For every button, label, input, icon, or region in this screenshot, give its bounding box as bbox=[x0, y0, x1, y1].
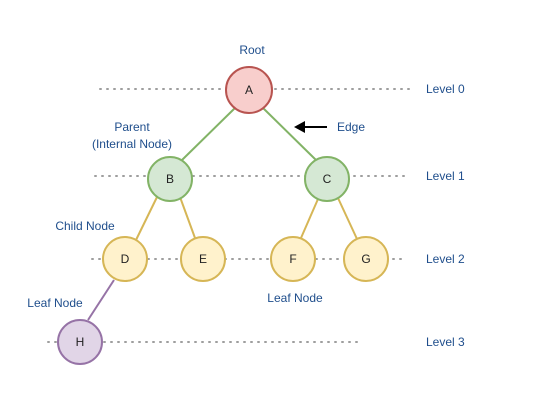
level-0-label: Level 0 bbox=[426, 82, 465, 96]
edge-d-h bbox=[87, 279, 115, 321]
child-node-label: Child Node bbox=[55, 219, 115, 233]
node-g-label: G bbox=[361, 252, 370, 266]
edge-b-e bbox=[179, 196, 196, 239]
node-e-label: E bbox=[199, 252, 207, 266]
node-d-label: D bbox=[121, 252, 130, 266]
edge-c-f bbox=[300, 198, 319, 239]
node-h-label: H bbox=[76, 335, 85, 349]
parent-label: Parent bbox=[114, 120, 150, 134]
node-a-label: A bbox=[245, 83, 253, 97]
node-f-label: F bbox=[289, 252, 296, 266]
node-c-label: C bbox=[323, 172, 332, 186]
node-g: G bbox=[343, 236, 389, 282]
node-f: F bbox=[270, 236, 316, 282]
leaf-node-label-left: Leaf Node bbox=[27, 296, 83, 310]
node-b: B bbox=[147, 156, 193, 202]
edge-c-g bbox=[337, 197, 358, 240]
node-a: A bbox=[225, 66, 273, 114]
edge-arrow-icon bbox=[294, 121, 327, 133]
edge-a-b bbox=[181, 106, 237, 161]
node-b-label: B bbox=[166, 172, 174, 186]
node-c: C bbox=[304, 156, 350, 202]
edge-label: Edge bbox=[337, 120, 365, 134]
node-d: D bbox=[102, 236, 148, 282]
level-1-label: Level 1 bbox=[426, 169, 465, 183]
edge-a-c bbox=[261, 106, 317, 161]
edge-b-d bbox=[135, 194, 159, 241]
root-label: Root bbox=[239, 43, 265, 57]
level-3-label: Level 3 bbox=[426, 335, 465, 349]
node-e: E bbox=[180, 236, 226, 282]
level-2-label: Level 2 bbox=[426, 252, 465, 266]
internal-node-label: (Internal Node) bbox=[92, 137, 172, 151]
leaf-node-label-right: Leaf Node bbox=[267, 291, 323, 305]
node-h: H bbox=[57, 319, 103, 365]
